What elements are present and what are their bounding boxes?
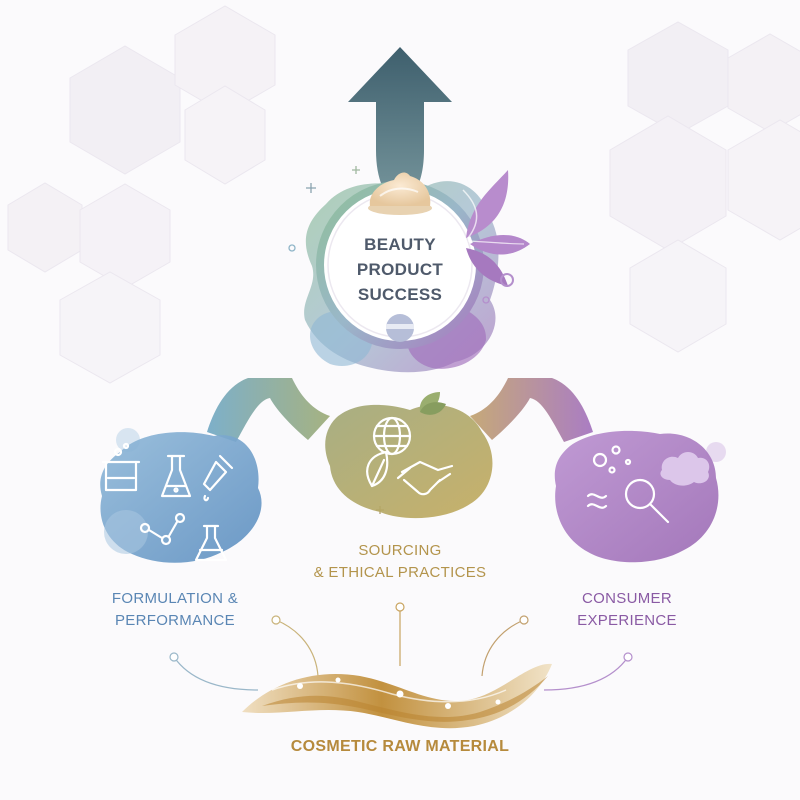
center-title-line: SUCCESS — [357, 285, 443, 304]
consumer-label: CONSUMER EXPERIENCE — [552, 588, 702, 632]
consumer-label-line: CONSUMER — [582, 590, 672, 607]
sourcing-blob — [325, 404, 493, 519]
formulation-label-line: PERFORMANCE — [115, 612, 235, 629]
waves-icon — [586, 493, 608, 509]
formulation-label: FORMULATION & PERFORMANCE — [90, 588, 260, 632]
handshake-icon — [396, 460, 454, 496]
sourcing-leaves-icon — [419, 392, 446, 415]
sourcing-label-line: & ETHICAL PRACTICES — [313, 564, 487, 581]
bubbles-icon — [592, 445, 632, 474]
center-title-line: BEAUTY — [364, 235, 436, 254]
ribbon-connectors — [207, 378, 593, 442]
beaker-icon — [101, 442, 141, 492]
cream-dollop-icon — [368, 172, 432, 215]
erlenmeyer-flask-icon — [194, 524, 228, 562]
sourcing-label: SOURCING & ETHICAL PRACTICES — [290, 540, 510, 584]
magnifier-icon — [624, 478, 670, 524]
consumer-label-line: EXPERIENCE — [577, 612, 677, 629]
connector-lines — [169, 602, 633, 691]
formulation-icons — [101, 442, 234, 562]
raw-material-wave — [242, 663, 552, 729]
sourcing-icons — [366, 416, 454, 496]
consumer-blob — [554, 430, 726, 563]
cloud-icon — [660, 452, 710, 486]
flask-icon — [160, 454, 192, 498]
molecule-icon — [139, 512, 186, 546]
globe-icon — [372, 416, 412, 456]
arrow-up-icon — [348, 47, 452, 214]
leaves-icon — [462, 170, 530, 286]
dropper-icon — [202, 454, 234, 502]
leaf-icon — [366, 450, 389, 488]
formulation-label-line: FORMULATION & — [111, 590, 239, 607]
raw-material-label: COSMETIC RAW MATERIAL — [290, 738, 510, 755]
consumer-icons — [586, 445, 670, 524]
sourcing-label-line: SOURCING — [358, 542, 442, 559]
center-title-line: PRODUCT — [356, 260, 444, 279]
background-hexagons — [7, 5, 800, 384]
jar-icon — [386, 314, 414, 342]
center-title: BEAUTY PRODUCT SUCCESS — [320, 232, 480, 307]
